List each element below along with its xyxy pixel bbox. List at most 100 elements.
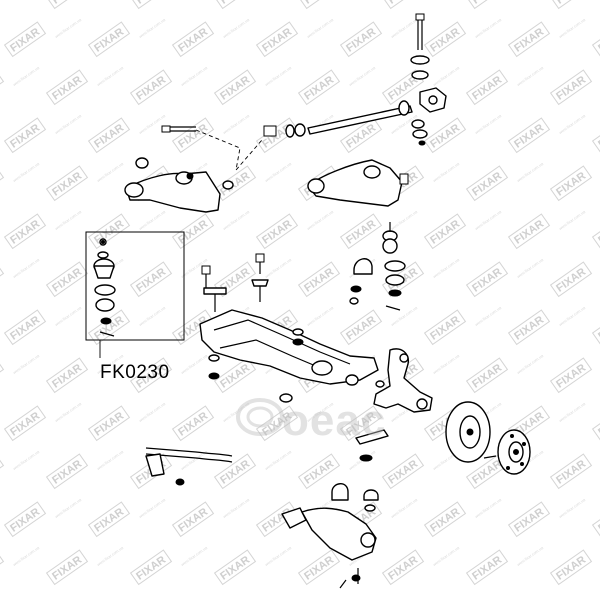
watermark-tagline-text: www.fixar.com.ua [138, 209, 167, 231]
watermark-tagline-text: www.fixar.com.ua [12, 353, 41, 375]
brand-logo-watermark [236, 398, 284, 436]
stabilizer-bar [145, 447, 233, 486]
center-watermark-text: oeac [282, 396, 387, 445]
watermark-tagline-text: www.fixar.com.ua [264, 449, 293, 471]
watermark-tagline-text: www.fixar.com.ua [12, 161, 41, 183]
watermark-brand-text: FIXAR [386, 0, 420, 7]
watermark-brand-text: FIXAR [50, 0, 84, 7]
watermark-tagline-text: www.fixar.com.ua [12, 449, 41, 471]
watermark-tagline-text: www.fixar.com.ua [138, 305, 167, 327]
watermark-tagline-text: www.fixar.com.ua [558, 401, 587, 423]
watermark-tagline-text: www.fixar.com.ua [474, 113, 503, 135]
watermark-tagline-text: www.fixar.com.ua [432, 545, 461, 567]
upper-right-tie-rod-assembly [263, 13, 447, 146]
watermark-tagline-text: www.fixar.com.ua [54, 401, 83, 423]
watermark-tagline-text: www.fixar.com.ua [516, 65, 545, 87]
watermark-tagline-text: www.fixar.com.ua [516, 257, 545, 279]
watermark-tagline-text: www.fixar.com.ua [306, 209, 335, 231]
lower-control-arm [281, 483, 379, 589]
watermark-tagline-text: www.fixar.com.ua [474, 305, 503, 327]
watermark-tagline-text: www.fixar.com.ua [432, 65, 461, 87]
watermark-tagline-text: www.fixar.com.ua [12, 257, 41, 279]
watermark-tagline-text: www.fixar.com.ua [558, 209, 587, 231]
front-crossmember [199, 253, 385, 403]
watermark-tagline-text: www.fixar.com.ua [474, 209, 503, 231]
watermark-tagline-text: www.fixar.com.ua [348, 65, 377, 87]
steering-knuckle [355, 348, 433, 462]
watermark-tagline-text: www.fixar.com.ua [516, 161, 545, 183]
watermark-tagline-text: www.fixar.com.ua [390, 497, 419, 519]
watermark-tagline-text: www.fixar.com.ua [138, 497, 167, 519]
watermark-tagline-text: www.fixar.com.ua [558, 113, 587, 135]
watermark-tagline-text: www.fixar.com.ua [306, 305, 335, 327]
watermark-tagline-text: www.fixar.com.ua [54, 497, 83, 519]
watermark-tagline-text: www.fixar.com.ua [180, 65, 209, 87]
ball-joint-kit-callout [85, 231, 185, 358]
watermark-tagline-text: www.fixar.com.ua [432, 353, 461, 375]
watermark-tagline-text: www.fixar.com.ua [558, 497, 587, 519]
watermark-tagline-text: www.fixar.com.ua [264, 161, 293, 183]
watermark-tagline-text: www.fixar.com.ua [264, 545, 293, 567]
upper-left-control-arm [124, 125, 263, 213]
watermark-tagline-text: www.fixar.com.ua [432, 257, 461, 279]
watermark-tagline-text: www.fixar.com.ua [558, 305, 587, 327]
watermark-tagline-text: www.fixar.com.ua [12, 65, 41, 87]
callout-frame [85, 231, 185, 341]
watermark-tagline-text: www.fixar.com.ua [54, 17, 83, 39]
upper-right-control-arm [307, 159, 409, 311]
watermark-tagline-text: www.fixar.com.ua [390, 209, 419, 231]
watermark-tagline-text: www.fixar.com.ua [138, 17, 167, 39]
wheel-hub [483, 429, 531, 475]
watermark-tagline-text: www.fixar.com.ua [264, 65, 293, 87]
watermark-tagline-text: www.fixar.com.ua [180, 545, 209, 567]
watermark-tagline-text: www.fixar.com.ua [516, 353, 545, 375]
